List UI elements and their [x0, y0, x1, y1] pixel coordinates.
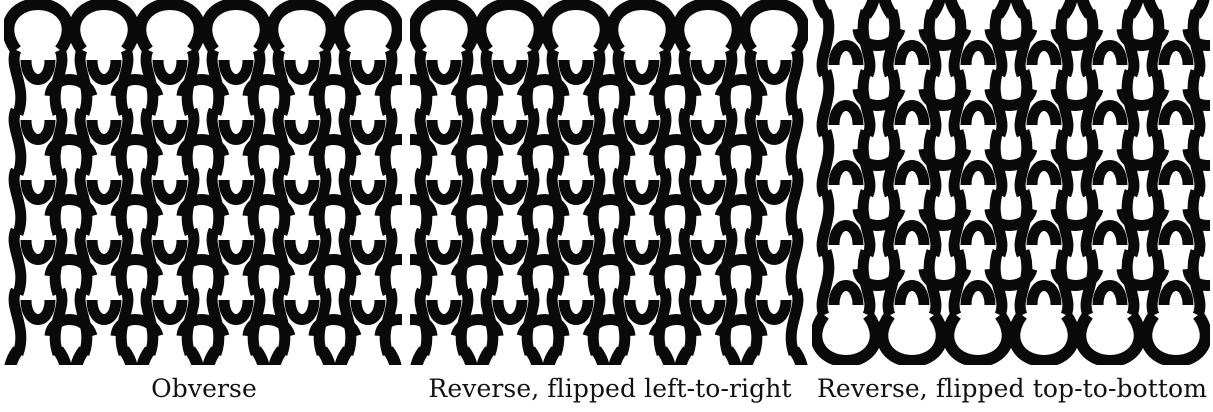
stitch: [410, 110, 468, 174]
bottom-loop: [547, 350, 604, 365]
top-loop: [1146, 315, 1205, 361]
top-loop: [1080, 315, 1139, 361]
top-loop: [546, 4, 605, 50]
stitch: [1152, 11, 1210, 75]
top-loop: [272, 4, 331, 50]
bottom-loop: [75, 350, 132, 365]
stitch: [1152, 191, 1210, 255]
stitch: [1152, 71, 1210, 135]
bottom-loop: [1147, 0, 1204, 15]
panel-obverse: Obverse: [4, 0, 404, 412]
bottom-loop: [207, 350, 264, 365]
stitch: [410, 290, 468, 354]
top-loop: [206, 4, 265, 50]
caption-obverse: Obverse: [0, 374, 414, 403]
top-loop: [1014, 315, 1073, 361]
top-loop: [140, 4, 199, 50]
stitch: [410, 170, 468, 234]
stitch: [344, 230, 402, 294]
top-loop: [744, 4, 803, 50]
bottom-loop: [273, 350, 330, 365]
bottom-loop: [9, 350, 66, 365]
stitch: [344, 170, 402, 234]
knit-diagram-reverse-lr: [410, 0, 808, 365]
top-loop: [882, 315, 941, 361]
bottom-loop: [613, 350, 670, 365]
top-loop: [414, 4, 473, 50]
top-loop: [480, 4, 539, 50]
bottom-loop: [745, 350, 802, 365]
bottom-loop: [141, 350, 198, 365]
bottom-loop: [415, 350, 472, 365]
caption-reverse-left-right: Reverse, flipped left-to-right: [400, 374, 820, 403]
stitch: [1152, 251, 1210, 315]
stitch: [410, 230, 468, 294]
top-loop: [338, 4, 397, 50]
panel-reverse-left-right: Reverse, flipped left-to-right: [410, 0, 810, 412]
top-loop: [74, 4, 133, 50]
caption-reverse-top-bottom: Reverse, flipped top-to-bottom: [802, 374, 1213, 403]
stitch: [344, 50, 402, 114]
panel-reverse-top-bottom: Reverse, flipped top-to-bottom: [812, 0, 1212, 412]
stitch: [344, 110, 402, 174]
knit-diagram-obverse: [4, 0, 402, 365]
top-loop: [816, 315, 875, 361]
knit-diagram-reverse-tb: [812, 0, 1210, 365]
bottom-loop: [679, 350, 736, 365]
bottom-loop: [339, 350, 396, 365]
bottom-loop: [883, 0, 940, 15]
bottom-loop: [817, 0, 874, 15]
top-loop: [948, 315, 1007, 361]
top-loop: [8, 4, 67, 50]
bottom-loop: [1015, 0, 1072, 15]
bottom-loop: [1081, 0, 1138, 15]
top-loop: [678, 4, 737, 50]
bottom-loop: [949, 0, 1006, 15]
stitch: [1152, 131, 1210, 195]
top-loop: [612, 4, 671, 50]
bottom-loop: [481, 350, 538, 365]
stitch: [410, 50, 468, 114]
stitch: [344, 290, 402, 354]
